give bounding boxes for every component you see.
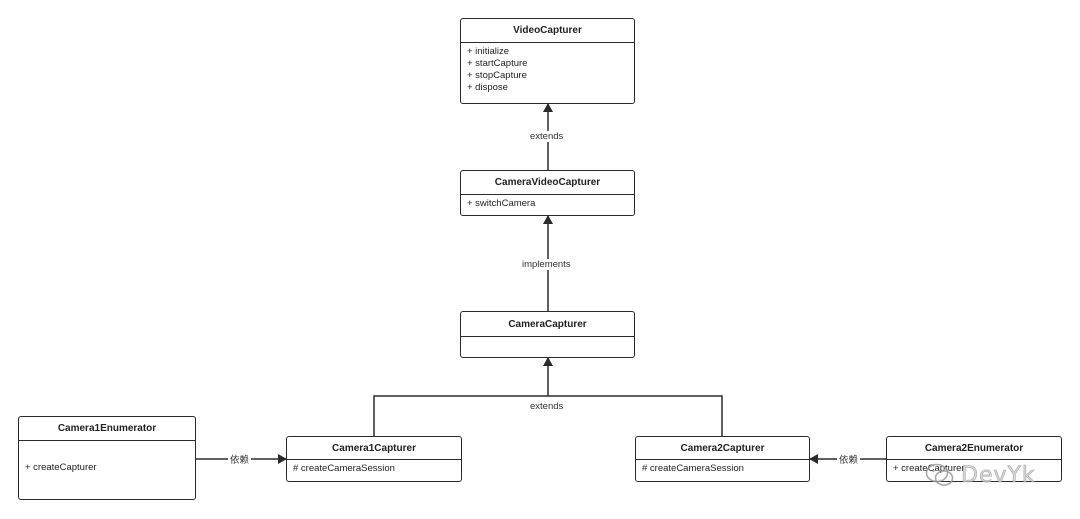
method: + stopCapture: [467, 70, 527, 81]
class-methods: # createCameraSession: [287, 460, 461, 478]
extends-label-top: extends: [528, 131, 566, 142]
class-methods: + switchCamera: [461, 195, 634, 213]
class-name: Camera1Enumerator: [19, 417, 195, 441]
class-camera-video-capturer: CameraVideoCapturer + switchCamera: [460, 170, 635, 216]
method: + switchCamera: [467, 198, 536, 209]
method: + createCapturer: [25, 462, 97, 473]
class-name: CameraVideoCapturer: [461, 171, 634, 195]
class-name: CameraCapturer: [461, 312, 634, 337]
class-video-capturer: VideoCapturer + initialize + startCaptur…: [460, 18, 635, 104]
method: # createCameraSession: [642, 463, 744, 474]
class-methods: + initialize + startCapture + stopCaptur…: [461, 43, 634, 97]
class-camera1-enumerator: Camera1Enumerator + createCapturer: [18, 416, 196, 500]
class-name: Camera2Enumerator: [887, 437, 1061, 460]
extends-label-bottom: extends: [528, 401, 566, 412]
wechat-icon: [925, 463, 954, 486]
implements-label: implements: [520, 259, 573, 270]
method: + startCapture: [467, 58, 528, 69]
class-camera1-capturer: Camera1Capturer # createCameraSession: [286, 436, 462, 482]
class-methods: [461, 337, 634, 343]
class-methods: # createCameraSession: [636, 460, 809, 478]
class-name: VideoCapturer: [461, 19, 634, 43]
method: # createCameraSession: [293, 463, 395, 474]
watermark: DevYk: [925, 458, 1065, 492]
class-methods: + createCapturer: [19, 441, 195, 477]
class-name: Camera2Capturer: [636, 437, 809, 460]
class-name: Camera1Capturer: [287, 437, 461, 460]
watermark-text: DevYk: [961, 462, 1036, 488]
depends-label-left: 依赖: [228, 452, 252, 466]
method: + dispose: [467, 82, 508, 93]
class-camera2-capturer: Camera2Capturer # createCameraSession: [635, 436, 810, 482]
method: + initialize: [467, 46, 509, 57]
class-camera-capturer: CameraCapturer: [460, 311, 635, 358]
depends-label-right: 依赖: [837, 452, 861, 466]
